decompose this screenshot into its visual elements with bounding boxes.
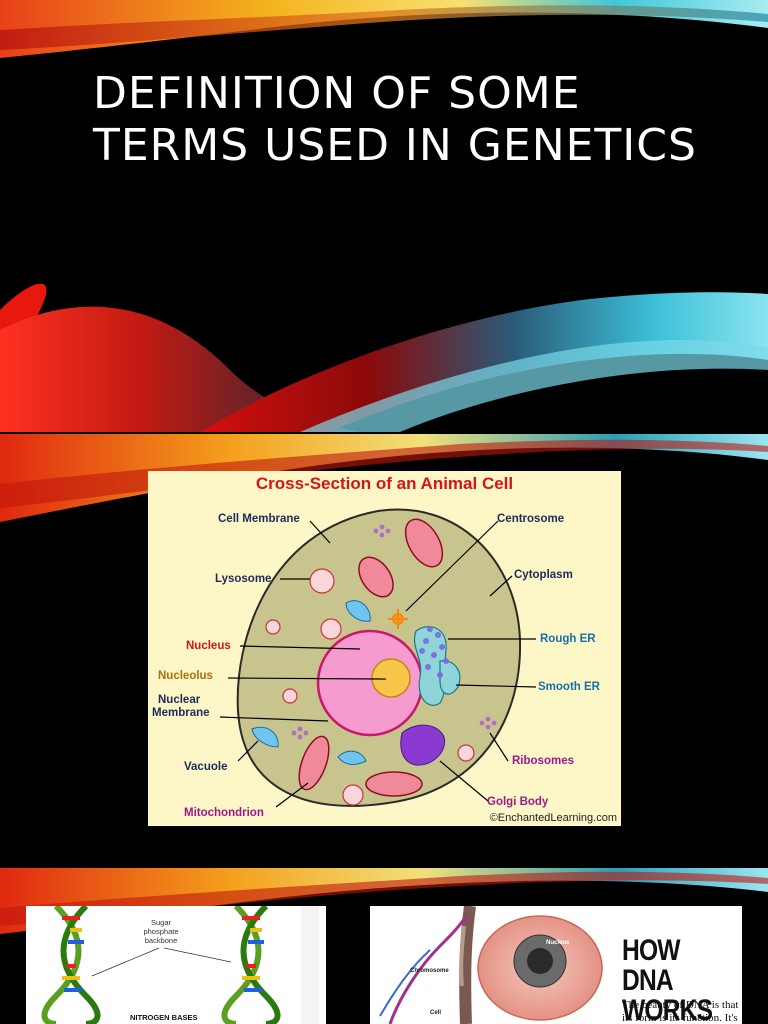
how-dna-works-text: The beauty of DNA is that its form is it… (622, 999, 739, 1024)
centrosome-shape (388, 609, 408, 629)
dna-slide: Sugar phosphate backbone NITROGEN BASES … (0, 868, 768, 1024)
golgi-shape (400, 724, 446, 766)
label-cell-membrane: Cell Membrane (218, 513, 300, 525)
nucleolus-shape (371, 658, 411, 698)
label-vacuole: Vacuole (184, 761, 228, 773)
double-helix-illustration (41, 906, 319, 1024)
cell-diagram-slide: Cross-Section of an Animal Cell Cell Mem… (0, 434, 768, 866)
bottom-swoosh-decoration (0, 283, 768, 432)
label-centrosome: Centrosome (497, 513, 565, 525)
dna-structure-image: Sugar phosphate backbone NITROGEN BASES (26, 906, 326, 1024)
label-cytoplasm: Cytoplasm (514, 569, 573, 581)
how-dna-works-image: Chromosome Nucleus Cell HOW DNA WORKS Th… (370, 906, 742, 1024)
cell-chromosome-illustration (379, 906, 603, 1024)
label-nuclear-membrane-1: Nuclear (158, 694, 201, 706)
label-chromosome: Chromosome (410, 968, 449, 974)
label-nucleolus: Nucleolus (158, 670, 213, 682)
diagram-credit: ©EnchantedLearning.com (489, 812, 617, 824)
label-sugar-2: phosphate (143, 927, 179, 936)
heading-line-1: HOW DNA (622, 934, 680, 997)
label-nucleus: Nucleus (186, 640, 231, 652)
label-golgi-body: Golgi Body (487, 796, 549, 808)
how-dna-works-heading: HOW DNA WORKS (622, 936, 720, 1024)
lysosome-shapes (265, 568, 475, 806)
label-mitochondrion: Mitochondrion (184, 807, 264, 819)
label-nucleus: Nucleus (546, 940, 570, 946)
label-nitrogen-bases: NITROGEN BASES (130, 1013, 198, 1022)
title-slide: Definition of some terms used in genetic… (0, 0, 768, 432)
label-cell: Cell (430, 1010, 442, 1016)
animal-cell-diagram: Cross-Section of an Animal Cell Cell Mem… (148, 471, 621, 826)
label-smooth-er: Smooth ER (538, 681, 600, 693)
label-nuclear-membrane-2: Membrane (152, 707, 210, 719)
label-sugar-1: Sugar (150, 918, 171, 927)
heading-line-2: WORKS (622, 994, 713, 1024)
top-swoosh-decoration (0, 0, 768, 58)
label-sugar-3: backbone (144, 936, 178, 945)
slide-title: Definition of some terms used in genetic… (93, 68, 697, 171)
label-rough-er: Rough ER (540, 633, 596, 645)
cell-illustration (219, 508, 537, 808)
label-lysosome: Lysosome (215, 573, 272, 585)
diagram-title: Cross-Section of an Animal Cell (255, 474, 514, 493)
label-ribosomes: Ribosomes (512, 755, 574, 767)
mitochondrion-shape (298, 518, 444, 797)
